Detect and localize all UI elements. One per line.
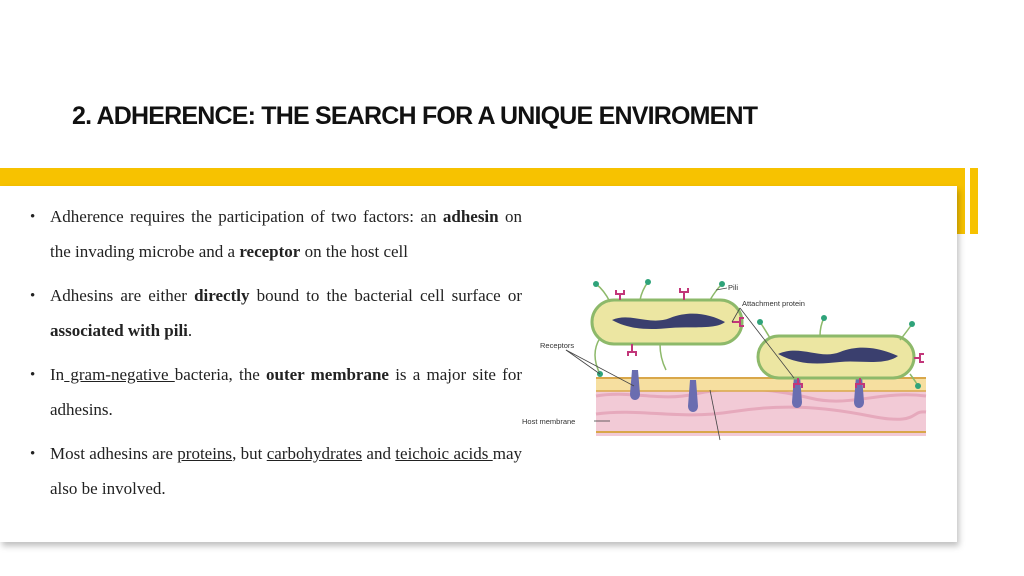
label-pili: Pili [728, 283, 738, 292]
term-outer-membrane: outer membrane [266, 365, 389, 384]
adherence-diagram: Pili Attachment protein Receptors Host m… [522, 279, 927, 441]
accent-stripe [957, 168, 965, 234]
attachment-protein-icon [615, 288, 924, 388]
link-gram-negative[interactable]: gram-negative [64, 365, 175, 384]
accent-stripe [970, 168, 978, 234]
label-host-membrane: Host membrane [522, 417, 575, 426]
term-directly: directly [194, 286, 250, 305]
bullet-item: Adherence requires the participation of … [30, 200, 522, 269]
term-pili: associated with pili [50, 320, 188, 340]
link-teichoic-acids[interactable]: teichoic acids [395, 444, 493, 463]
link-proteins[interactable]: proteins [177, 444, 233, 463]
label-attachment-protein: Attachment protein [742, 299, 805, 308]
term-adhesin: adhesin [442, 207, 499, 226]
slide-title: 2. ADHERENCE: THE SEARCH FOR A UNIQUE EN… [72, 102, 758, 130]
link-carbohydrates[interactable]: carbohydrates [266, 444, 363, 463]
host-membrane [596, 378, 926, 391]
bullet-list: Adherence requires the participation of … [30, 200, 522, 516]
accent-band [0, 168, 962, 186]
host-tissue-wave [595, 405, 927, 421]
bullet-item: Most adhesins are proteins, but carbohyd… [30, 437, 522, 506]
leader-lines [565, 287, 795, 441]
bullet-item: Adhesins are either directly bound to th… [30, 279, 522, 348]
term-receptor: receptor [239, 241, 301, 261]
bullet-item: In gram-negative bacteria, the outer mem… [30, 358, 522, 427]
bacterium-nucleoid [778, 347, 898, 364]
bacterium-nucleoid [612, 313, 725, 330]
label-receptors: Receptors [540, 341, 574, 350]
